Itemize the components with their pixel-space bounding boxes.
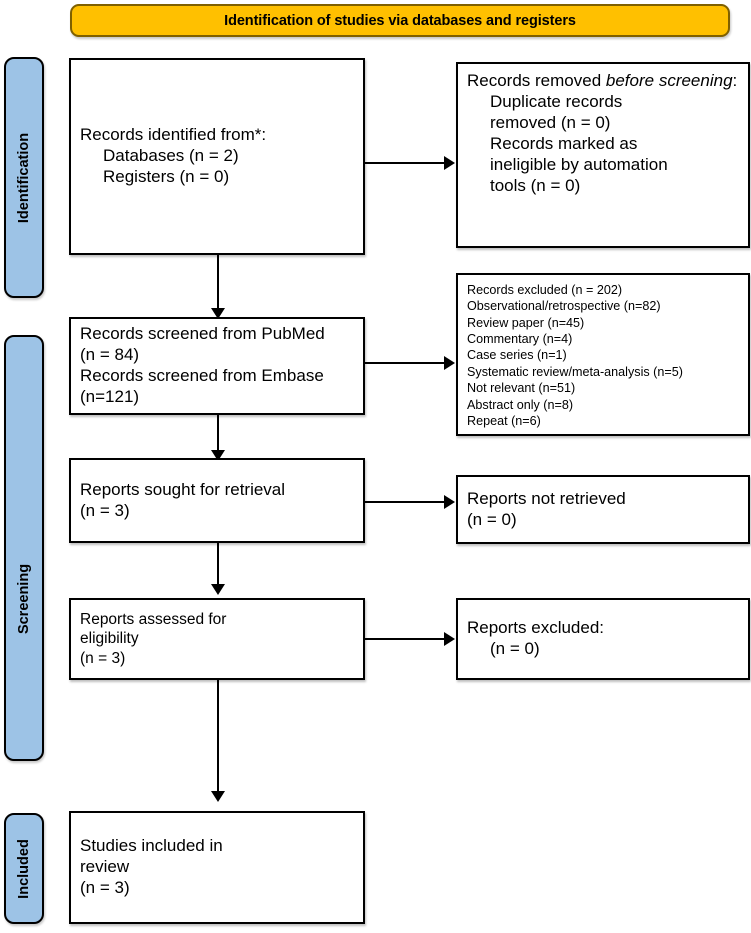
reports-excluded-line-1: Reports excluded: bbox=[467, 618, 605, 638]
stage-label-identification: Identification bbox=[4, 57, 44, 298]
arrowhead-sought-to-assessed bbox=[211, 584, 225, 595]
records-removed-line-1: Duplicate records bbox=[490, 91, 623, 111]
box-reports-excluded: Reports excluded: (n = 0) bbox=[456, 598, 750, 680]
box-records-removed: Records removed before screening: Duplic… bbox=[456, 62, 750, 248]
records-excluded-line-6: Systematic review/meta-analysis (n=5) bbox=[467, 364, 683, 379]
records-identified-line-2: Databases (n = 2) bbox=[103, 146, 239, 165]
phase-banner-identification: Identification of studies via databases … bbox=[70, 4, 730, 37]
records-screened-line-4: (n=121) bbox=[80, 386, 140, 406]
studies-included-line-3: (n = 3) bbox=[80, 877, 130, 897]
connector-assessed-to-included bbox=[217, 680, 219, 798]
records-removed-line-2: removed (n = 0) bbox=[490, 112, 611, 132]
stage-label-identification-text: Identification bbox=[16, 132, 32, 223]
records-excluded-line-5: Case series (n=1) bbox=[467, 348, 567, 363]
arrowhead-identified-to-removed bbox=[444, 156, 455, 170]
records-excluded-line-3: Review paper (n=45) bbox=[467, 315, 585, 330]
records-excluded-line-8: Abstract only (n=8) bbox=[467, 397, 574, 412]
box-reports-assessed: Reports assessed for eligibility (n = 3) bbox=[69, 598, 365, 680]
records-excluded-line-1: Records excluded (n = 202) bbox=[467, 283, 623, 297]
box-records-identified: Records identified from*: Databases (n =… bbox=[69, 58, 365, 255]
reports-not-retrieved-line-2: (n = 0) bbox=[467, 509, 517, 529]
arrowhead-screened-to-excluded bbox=[444, 356, 455, 370]
arrowhead-sought-to-not-retrieved bbox=[444, 495, 455, 509]
records-screened-line-1: Records screened from PubMed bbox=[80, 324, 325, 344]
connector-assessed-to-excluded bbox=[365, 638, 447, 640]
records-removed-title: Records removed before screening: bbox=[467, 71, 739, 92]
arrowhead-identified-to-screened bbox=[211, 308, 225, 319]
records-screened-line-2: (n = 84) bbox=[80, 345, 140, 365]
records-removed-line-4: ineligible by automation bbox=[490, 154, 668, 174]
reports-sought-line-1: Reports sought for retrieval bbox=[80, 479, 286, 499]
box-records-screened: Records screened from PubMed (n = 84) Re… bbox=[69, 317, 365, 415]
records-removed-line-3: Records marked as bbox=[490, 133, 638, 153]
studies-included-line-1: Studies included in bbox=[80, 836, 223, 856]
box-studies-included: Studies included in review (n = 3) bbox=[69, 811, 365, 924]
reports-assessed-line-1: Reports assessed for bbox=[80, 611, 227, 629]
connector-sought-to-assessed bbox=[217, 543, 219, 591]
connector-screened-to-excluded bbox=[365, 362, 447, 364]
connector-identified-to-removed bbox=[365, 162, 447, 164]
records-identified-line-1: Records identified from*: bbox=[80, 125, 267, 145]
box-reports-not-retrieved: Reports not retrieved (n = 0) bbox=[456, 475, 750, 544]
connector-sought-to-not-retrieved bbox=[365, 501, 447, 503]
reports-not-retrieved-line-1: Reports not retrieved bbox=[467, 488, 626, 508]
stage-label-screening-text: Screening bbox=[16, 563, 32, 634]
records-removed-line-5: tools (n = 0) bbox=[490, 175, 581, 195]
arrowhead-assessed-to-excluded bbox=[444, 632, 455, 646]
records-identified-line-3: Registers (n = 0) bbox=[103, 166, 230, 186]
reports-excluded-line-2: (n = 0) bbox=[490, 639, 540, 658]
records-excluded-line-4: Commentary (n=4) bbox=[467, 332, 573, 347]
stage-label-included-text: Included bbox=[16, 838, 32, 899]
connector-screened-to-sought bbox=[217, 415, 219, 458]
records-removed-title-italic: before screening bbox=[605, 71, 733, 90]
stage-label-included: Included bbox=[4, 813, 44, 924]
arrowhead-screened-to-sought bbox=[211, 450, 225, 461]
reports-assessed-line-3: (n = 3) bbox=[80, 649, 126, 667]
phase-banner-title: Identification of studies via databases … bbox=[224, 12, 576, 29]
reports-assessed-line-2: eligibility bbox=[80, 630, 139, 648]
records-excluded-line-2: Observational/retrospective (n=82) bbox=[467, 299, 661, 314]
records-screened-line-3: Records screened from Embase bbox=[80, 366, 324, 385]
studies-included-line-2: review bbox=[80, 857, 130, 876]
box-reports-sought: Reports sought for retrieval (n = 3) bbox=[69, 458, 365, 543]
records-excluded-line-9: Repeat (n=6) bbox=[467, 413, 541, 428]
records-excluded-line-7: Not relevant (n=51) bbox=[467, 381, 576, 396]
box-records-excluded: Records excluded (n = 202) Observational… bbox=[456, 273, 750, 436]
connector-identified-to-screened bbox=[217, 255, 219, 317]
arrowhead-assessed-to-included bbox=[211, 791, 225, 802]
reports-sought-line-2: (n = 3) bbox=[80, 500, 130, 520]
records-removed-title-colon: : bbox=[732, 71, 738, 90]
records-removed-title-plain: Records removed bbox=[467, 71, 606, 90]
stage-label-screening: Screening bbox=[4, 335, 44, 761]
